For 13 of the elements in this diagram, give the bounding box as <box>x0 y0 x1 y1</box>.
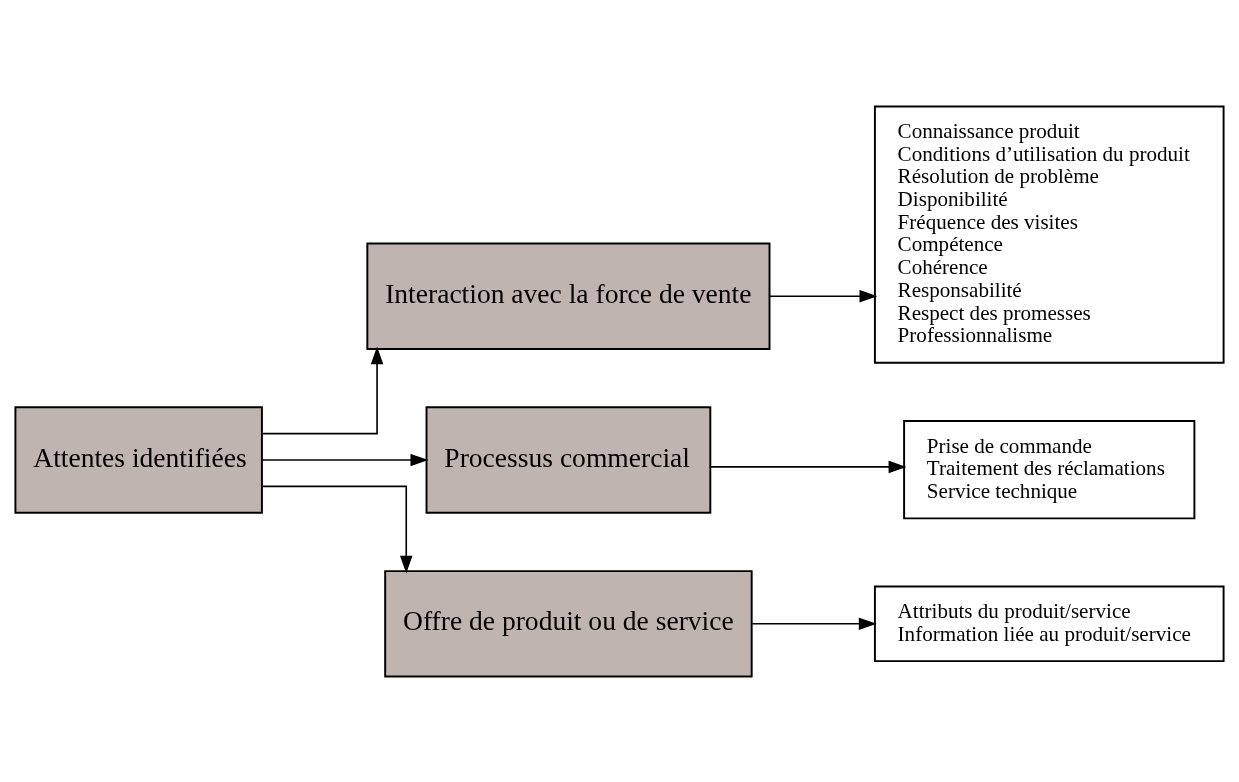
arrow <box>751 617 877 630</box>
node-box: Connaissance produit Conditions d’utilisation du produit Résolution de problème Disponibilité Fréquence des visites Compétence Cohérence Responsabilité Respect des promesses Professionnalisme <box>873 105 1225 364</box>
arrow <box>768 289 878 302</box>
node-box: Interaction avec la force de vente <box>366 242 771 350</box>
arrow <box>261 485 413 574</box>
node-box: Offre de produit ou de service <box>384 569 753 677</box>
arrow <box>261 346 384 434</box>
node-box: Attributs du produit/service Information liée au produit/service <box>873 585 1225 662</box>
arrow <box>709 460 907 473</box>
node-box: Prise de commande Traitement des réclamations Service technique <box>903 419 1196 519</box>
arrow <box>261 453 429 466</box>
node-box: Attentes identifiées <box>14 405 263 514</box>
node-box: Processus commercial <box>425 405 712 514</box>
